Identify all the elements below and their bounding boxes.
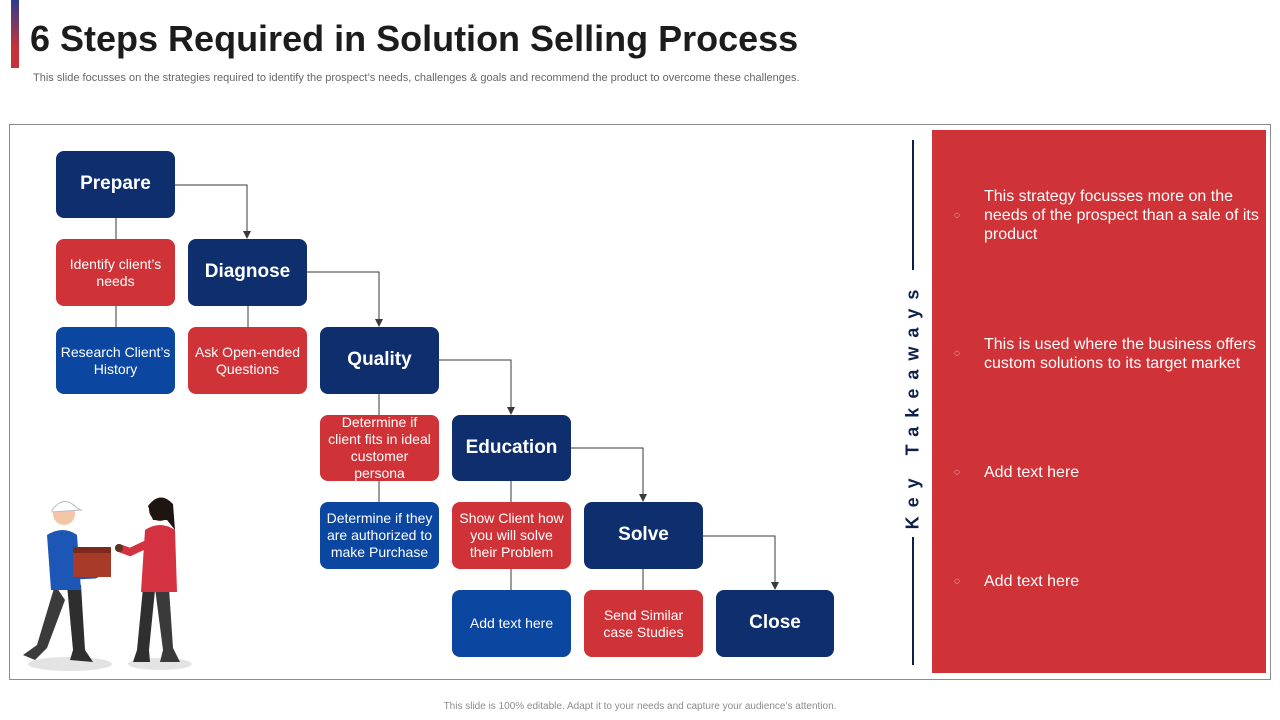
step-diagnose: Diagnose [188, 239, 307, 306]
note-show-solution: Show Client how you will solve their Pro… [452, 502, 571, 569]
connector-education-solve [571, 447, 647, 502]
takeaway-item: This is used where the business offers c… [984, 336, 1256, 373]
step-solve: Solve [584, 502, 703, 569]
page-title: 6 Steps Required in Solution Selling Pro… [30, 18, 799, 59]
page-subtitle: This slide focusses on the strategies re… [33, 72, 800, 84]
note-open-questions: Ask Open-ended Questions [188, 327, 307, 394]
connector-quality-education [439, 359, 515, 415]
circle-arrow-icon: ◌ [954, 576, 960, 587]
title-accent-bar [11, 0, 19, 68]
takeaways-panel [932, 130, 1266, 673]
takeaways-divider-bottom [912, 537, 914, 665]
takeaway-item: Add text here [984, 464, 1080, 481]
takeaway-item: Add text here [984, 573, 1080, 590]
key-takeaways-title: Key Takeaways [902, 280, 923, 530]
note-add-text: Add text here [452, 590, 571, 657]
diagram-frame [9, 124, 1271, 680]
connector-solve-close [703, 535, 779, 590]
footer-note: This slide is 100% editable. Adapt it to… [443, 701, 837, 712]
step-quality: Quality [320, 327, 439, 394]
takeaways-divider-top [912, 140, 914, 270]
note-authorized-purchase: Determine if they are authorized to make… [320, 502, 439, 569]
connector-prepare-diagnose [175, 184, 251, 239]
circle-arrow-icon: ◌ [954, 467, 960, 478]
circle-arrow-icon: ◌ [954, 210, 960, 221]
step-prepare: Prepare [56, 151, 175, 218]
step-close: Close [716, 590, 834, 657]
circle-arrow-icon: ◌ [954, 348, 960, 359]
takeaway-item: This strategy focusses more on the needs… [984, 188, 1259, 244]
note-research-history: Research Client’s History [56, 327, 175, 394]
step-education: Education [452, 415, 571, 481]
note-identify-needs: Identify client’s needs [56, 239, 175, 306]
note-customer-persona: Determine if client fits in ideal custom… [320, 414, 439, 481]
connector-diagnose-quality [307, 271, 383, 327]
handover-illustration-icon [23, 497, 192, 671]
note-case-studies: Send Similar case Studies [584, 590, 703, 657]
